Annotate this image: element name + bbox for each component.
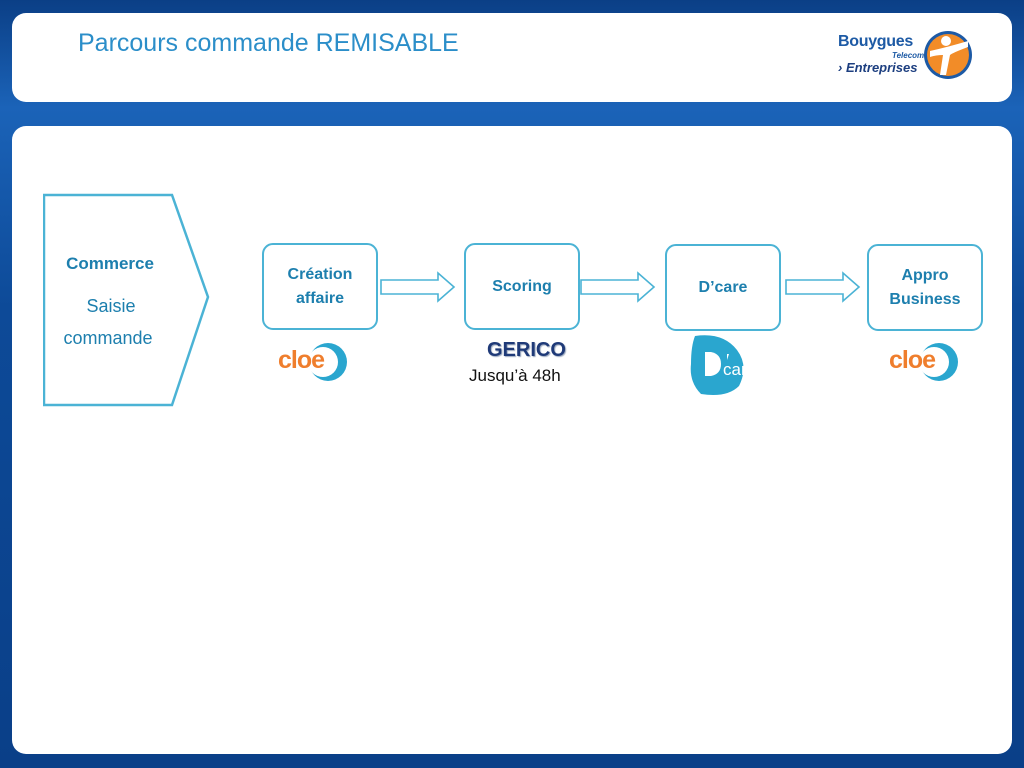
flow-arrow-icon (380, 271, 456, 303)
step-label-line1: Appro (901, 266, 949, 284)
cloe-logo-text: cloe (889, 346, 936, 374)
cloe-logo-text: cloe (278, 346, 325, 374)
commerce-subtitle-line2: commande (63, 328, 153, 348)
logo-line2: › Entreprises (838, 60, 918, 75)
gerico-duration: Jusqu’à 48h (469, 366, 561, 385)
dcare-logo: care (689, 332, 769, 398)
step-scoring: Scoring (464, 243, 580, 330)
flow-arrow-icon (580, 271, 656, 303)
cloe-logo-icon (919, 343, 958, 381)
logo-brand: Bouygues (838, 33, 913, 50)
flow-arrow-icon (785, 271, 861, 303)
commerce-subtitle-line1: Saisie (86, 296, 136, 316)
logo-sub: Telecom (892, 51, 925, 60)
cloe-logo: cloe (889, 340, 961, 384)
commerce-title: Commerce (66, 254, 154, 273)
main-panel: Commerce Saisie commande Création affair… (12, 126, 1012, 754)
step-creation-affaire: Création affaire (262, 243, 378, 330)
dcare-logo-text: care (723, 360, 757, 379)
bouygues-telecom-logo: Bouygues Telecom › Entreprises (838, 29, 998, 85)
step-label: Scoring (492, 277, 552, 295)
cloe-logo-icon (308, 343, 347, 381)
header-panel: Parcours commande REMISABLE Bouygues Tel… (12, 13, 1012, 102)
step-label-line2: affaire (295, 289, 345, 307)
step-label: D’care (698, 278, 748, 296)
step-label-line2: Business (889, 290, 961, 308)
gerico-label: GERICO (487, 339, 566, 361)
commerce-pentagon-shape (43, 193, 210, 407)
cloe-logo: cloe (278, 340, 350, 384)
step-dcare: D’care (665, 244, 781, 331)
page-title: Parcours commande REMISABLE (78, 29, 459, 57)
step-label-line1: Création (287, 265, 353, 283)
dcare-logo-icon (690, 335, 744, 395)
step-appro-business: Appro Business (867, 244, 983, 331)
bouygues-logo-icon (924, 31, 972, 79)
